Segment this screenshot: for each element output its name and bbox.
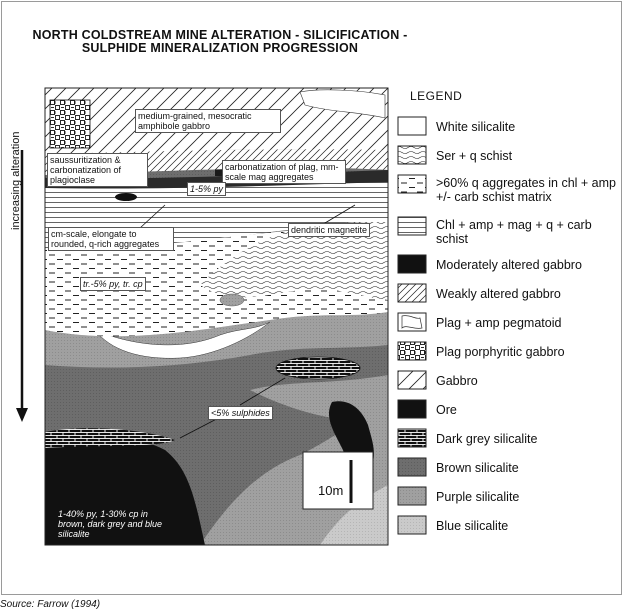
pegmatoid-zone bbox=[299, 89, 386, 119]
leader-dendritic bbox=[319, 204, 356, 227]
gabbro-annotation: medium-grained, mesocratic amphibole gab… bbox=[135, 109, 281, 133]
carbonatization-annotation: carbonatization of plag, mm-scale mag ag… bbox=[222, 160, 346, 184]
cm-scale-annotation: cm-scale, elongate to rounded, q-rich ag… bbox=[48, 227, 174, 251]
legend-item: >60% q aggregates in chl + amp +/- carb … bbox=[436, 176, 616, 204]
purple-pod bbox=[219, 293, 245, 307]
ore-note-annotation: 1-40% py, 1-30% cp in brown, dark grey a… bbox=[58, 509, 163, 539]
legend-title: LEGEND bbox=[410, 89, 463, 103]
figure-title-line2: SULPHIDE MINERALIZATION PROGRESSION bbox=[81, 41, 359, 55]
legend-item: Dark grey silicalite bbox=[436, 432, 538, 446]
figure-frame bbox=[1, 1, 622, 595]
legend-item: Purple silicalite bbox=[436, 490, 520, 504]
legend-item: Plag + amp pegmatoid bbox=[436, 316, 562, 330]
scale-bar-box bbox=[302, 451, 374, 510]
legend-item: Blue silicalite bbox=[436, 519, 509, 533]
alteration-arrow-head bbox=[16, 408, 28, 422]
dark-grey-silicalite-lens-right bbox=[275, 356, 361, 380]
ser-q-schist-zone bbox=[200, 222, 388, 300]
legend-item: Ore bbox=[436, 403, 457, 417]
scale-label: 10m bbox=[318, 483, 344, 498]
dendritic-annotation: dendritic magnetite bbox=[288, 223, 371, 237]
legend-item: Moderately altered gabbro bbox=[436, 258, 582, 272]
legend-item: Plag porphyritic gabbro bbox=[436, 345, 565, 359]
ore-pod bbox=[115, 193, 137, 201]
figure-title-line1: NORTH COLDSTREAM MINE ALTERATION - SILIC… bbox=[32, 28, 408, 42]
legend-item: Gabbro bbox=[436, 374, 478, 388]
legend-item: Brown silicalite bbox=[436, 461, 519, 475]
leader-cm-scale bbox=[139, 204, 166, 229]
legend-item: Ser + q schist bbox=[436, 149, 513, 163]
ore-body-lower bbox=[45, 434, 205, 545]
legend-item: White silicalite bbox=[436, 120, 516, 134]
section-border bbox=[44, 87, 389, 546]
sulphides-annotation: <5% sulphides bbox=[208, 406, 273, 420]
white-silicalite-lens bbox=[94, 321, 271, 359]
alteration-axis-label: increasing alteration bbox=[10, 131, 22, 230]
saussuritization-annotation: saussuritization & carbonatization of pl… bbox=[47, 153, 148, 187]
legend-item: Weakly altered gabbro bbox=[436, 287, 561, 301]
dark-grey-silicalite-lens-left bbox=[45, 428, 175, 448]
legend-item: Chl + amp + mag + q + carb schist bbox=[436, 218, 592, 246]
plag-porphyritic-gabbro bbox=[49, 99, 91, 149]
leader-sulphides-right bbox=[239, 377, 286, 406]
py-annotation: 1-5% py bbox=[187, 182, 227, 196]
source-caption: Source: Farrow (1994) bbox=[0, 599, 101, 610]
tr-py-annotation: tr.-5% py, tr. cp bbox=[80, 277, 146, 291]
legend-swatches bbox=[397, 116, 427, 535]
